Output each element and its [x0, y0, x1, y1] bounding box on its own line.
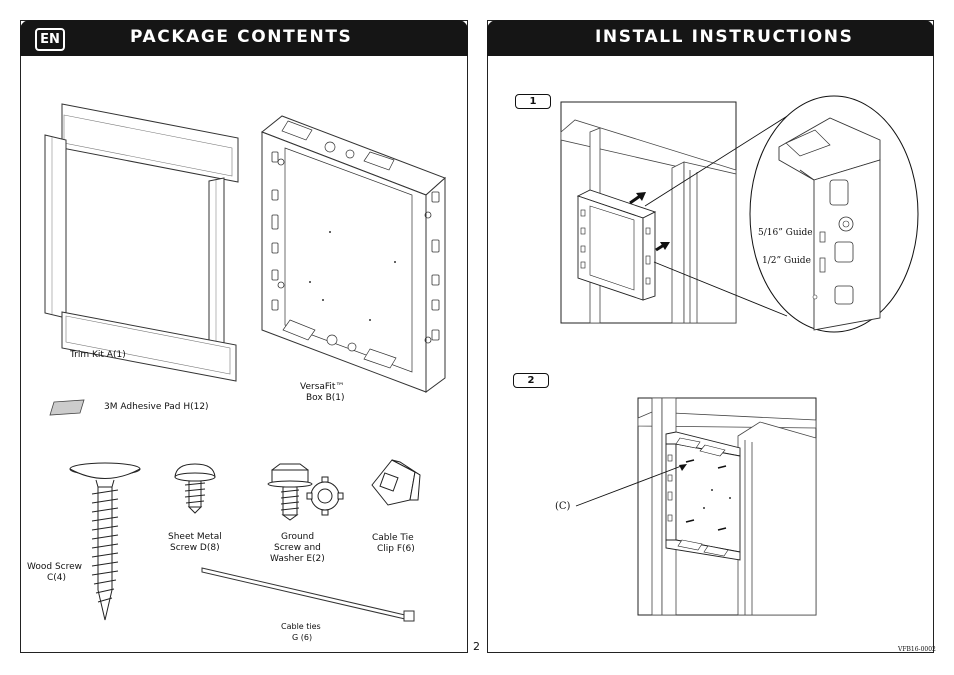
cable-tie-clip-label-line1: Cable Tie — [372, 533, 414, 543]
wood-screw-label-line2: C(4) — [47, 573, 67, 583]
sheet-metal-screw-label-line2: Screw D(8) — [170, 543, 220, 553]
ground-screw-label-line1: Ground — [281, 532, 315, 542]
cable-ties-label-line2: G (6) — [292, 633, 313, 642]
guide-5-16-label: 5/16” Guide — [758, 228, 813, 238]
sheet-metal-screw-label-line1: Sheet Metal — [168, 532, 222, 542]
trim-kit-label: Trim Kit A(1) — [70, 350, 126, 360]
language-badge: EN — [35, 28, 65, 51]
callout-c-label: (C) — [555, 501, 571, 512]
adhesive-pad-label: 3M Adhesive Pad H(12) — [104, 402, 209, 412]
step-2-badge: 2 — [513, 373, 549, 388]
ground-screw-label-line2: Screw and — [274, 543, 321, 553]
package-contents-title: PACKAGE CONTENTS — [130, 27, 353, 47]
document-code: VFB16-0002 — [898, 646, 936, 653]
cable-ties-label-line1: Cable ties — [281, 622, 321, 631]
ground-screw-label-line3: Washer E(2) — [270, 554, 325, 564]
install-instructions-header: INSTALL INSTRUCTIONS — [487, 20, 934, 56]
versafit-box-label-line2: Box B(1) — [306, 393, 345, 403]
wood-screw-label-line1: Wood Screw — [27, 562, 83, 572]
guide-1-2-label: 1/2” Guide — [762, 256, 811, 266]
package-contents-header: EN PACKAGE CONTENTS — [20, 20, 468, 56]
page-number: 2 — [473, 640, 480, 653]
cable-tie-clip-label-line2: Clip F(6) — [377, 544, 415, 554]
install-instructions-title: INSTALL INSTRUCTIONS — [595, 27, 854, 47]
versafit-box-label-line1: VersaFit™ — [300, 382, 345, 392]
step-1-badge: 1 — [515, 94, 551, 109]
